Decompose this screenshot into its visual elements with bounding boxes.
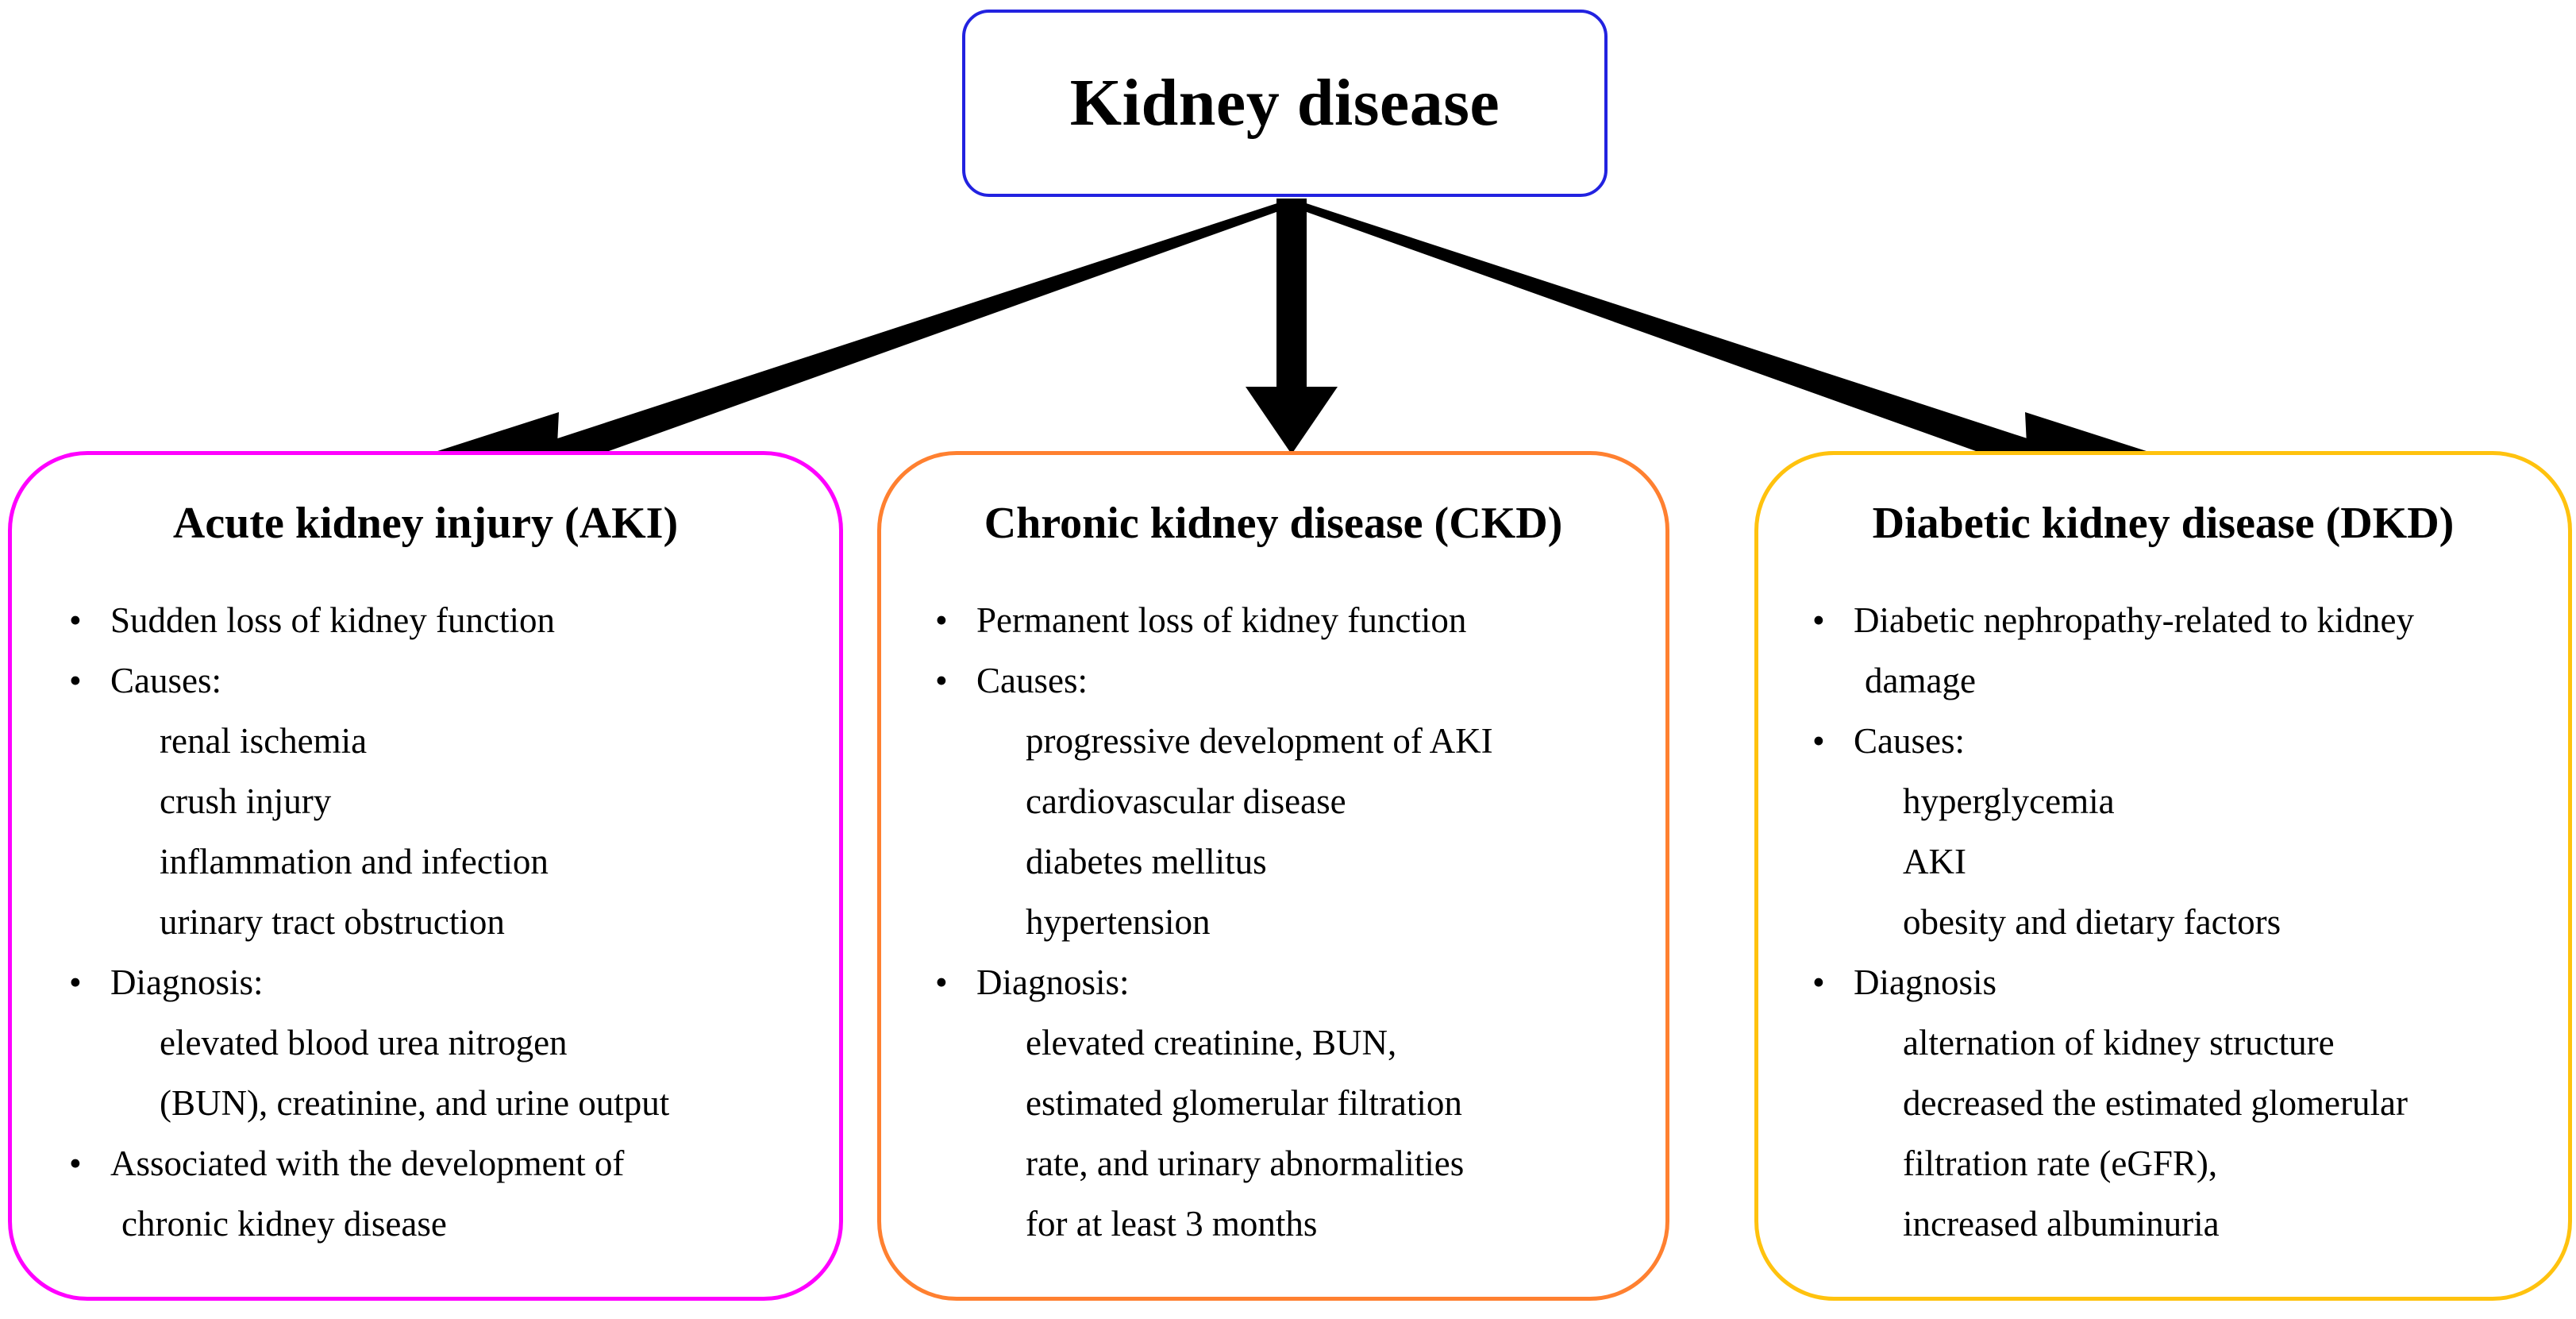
bullet-dot-icon: • bbox=[935, 962, 948, 1002]
list-item-sub: renal ischemia bbox=[64, 711, 839, 771]
list-item-continuation: damage bbox=[1808, 650, 2568, 711]
card-list-dkd: • Diabetic nephropathy-related to kidney d… bbox=[1758, 590, 2568, 1254]
list-item-label: hypertension bbox=[1026, 901, 1211, 942]
list-item-label: Sudden loss of kidney function bbox=[110, 600, 555, 640]
list-item-label: Diagnosis: bbox=[110, 962, 264, 1002]
list-item-label: Causes: bbox=[976, 660, 1088, 700]
list-item-sub: elevated creatinine, BUN, bbox=[930, 1012, 1665, 1073]
list-item-label: chronic kidney disease bbox=[121, 1203, 447, 1244]
bullet-dot-icon: • bbox=[69, 962, 82, 1002]
list-item-label: AKI bbox=[1903, 841, 1966, 881]
root-node-kidney-disease: Kidney disease bbox=[962, 10, 1608, 197]
list-item-label: damage bbox=[1865, 660, 1976, 700]
list-item-bullet: • Causes: bbox=[64, 650, 839, 711]
list-item-label: Causes: bbox=[1854, 720, 1965, 761]
card-title-aki: Acute kidney injury (AKI) bbox=[172, 499, 679, 548]
card-list-ckd: • Permanent loss of kidney function • Cause… bbox=[881, 590, 1665, 1254]
list-item-sub: cardiovascular disease bbox=[930, 771, 1665, 831]
list-item-label: Diagnosis bbox=[1854, 962, 1996, 1002]
card-acute-kidney-injury: Acute kidney injury (AKI) • Sudden loss o… bbox=[8, 451, 843, 1301]
list-item-label: Diagnosis: bbox=[976, 962, 1130, 1002]
bullet-dot-icon: • bbox=[935, 660, 948, 700]
list-item-label: diabetes mellitus bbox=[1026, 841, 1267, 881]
list-item-label: cardiovascular disease bbox=[1026, 781, 1346, 821]
list-item-sub: diabetes mellitus bbox=[930, 831, 1665, 892]
list-item-sub: crush injury bbox=[64, 771, 839, 831]
list-item-label: (BUN), creatinine, and urine output bbox=[160, 1082, 670, 1123]
bullet-dot-icon: • bbox=[1812, 962, 1825, 1002]
list-item-label: estimated glomerular filtration bbox=[1026, 1082, 1462, 1123]
list-item-sub: AKI bbox=[1808, 831, 2568, 892]
arrow-to-ckd-icon bbox=[1246, 199, 1338, 454]
card-chronic-kidney-disease: Chronic kidney disease (CKD) • Permanent … bbox=[877, 451, 1669, 1301]
list-item-sub: rate, and urinary abnormalities bbox=[930, 1133, 1665, 1194]
list-item-sub: inflammation and infection bbox=[64, 831, 839, 892]
list-item-label: obesity and dietary factors bbox=[1903, 901, 2281, 942]
card-diabetic-kidney-disease: Diabetic kidney disease (DKD) • Diabetic … bbox=[1754, 451, 2572, 1301]
list-item-sub: for at least 3 months bbox=[930, 1194, 1665, 1254]
card-title-ckd: Chronic kidney disease (CKD) bbox=[984, 499, 1563, 548]
list-item-label: increased albuminuria bbox=[1903, 1203, 2220, 1244]
bullet-dot-icon: • bbox=[935, 600, 948, 640]
root-title: Kidney disease bbox=[1069, 65, 1500, 140]
list-item-sub: elevated blood urea nitrogen bbox=[64, 1012, 839, 1073]
list-item-sub: hypertension bbox=[930, 892, 1665, 952]
list-item-label: elevated creatinine, BUN, bbox=[1026, 1022, 1397, 1063]
list-item-label: Diabetic nephropathy-related to kidney bbox=[1854, 600, 2414, 640]
list-item-bullet: • Diagnosis: bbox=[930, 952, 1665, 1012]
list-item-sub: estimated glomerular filtration bbox=[930, 1073, 1665, 1133]
list-item-bullet: • Causes: bbox=[930, 650, 1665, 711]
list-item-bullet: • Permanent loss of kidney function bbox=[930, 590, 1665, 650]
bullet-dot-icon: • bbox=[69, 600, 82, 640]
list-item-bullet: • Diagnosis bbox=[1808, 952, 2568, 1012]
list-item-bullet: • Diabetic nephropathy-related to kidney bbox=[1808, 590, 2568, 650]
bullet-dot-icon: • bbox=[69, 1143, 82, 1183]
list-item-sub: filtration rate (eGFR), bbox=[1808, 1133, 2568, 1194]
list-item-bullet: • Sudden loss of kidney function bbox=[64, 590, 839, 650]
list-item-label: hyperglycemia bbox=[1903, 781, 2115, 821]
list-item-sub: obesity and dietary factors bbox=[1808, 892, 2568, 952]
list-item-label: inflammation and infection bbox=[160, 841, 549, 881]
list-item-label: crush injury bbox=[160, 781, 332, 821]
list-item-label: progressive development of AKI bbox=[1026, 720, 1493, 761]
card-title-dkd: Diabetic kidney disease (DKD) bbox=[1872, 499, 2455, 548]
card-list-aki: • Sudden loss of kidney function • Causes: r… bbox=[12, 590, 839, 1254]
list-item-sub: (BUN), creatinine, and urine output bbox=[64, 1073, 839, 1133]
list-item-label: decreased the estimated glomerular bbox=[1903, 1082, 2408, 1123]
list-item-label: elevated blood urea nitrogen bbox=[160, 1022, 568, 1063]
list-item-bullet: • Diagnosis: bbox=[64, 952, 839, 1012]
list-item-sub: urinary tract obstruction bbox=[64, 892, 839, 952]
bullet-dot-icon: • bbox=[1812, 600, 1825, 640]
list-item-label: for at least 3 months bbox=[1026, 1203, 1318, 1244]
arrow-to-aki-icon bbox=[433, 199, 1296, 474]
list-item-sub: hyperglycemia bbox=[1808, 771, 2568, 831]
list-item-label: renal ischemia bbox=[160, 720, 368, 761]
list-item-label: Causes: bbox=[110, 660, 221, 700]
list-item-sub: increased albuminuria bbox=[1808, 1194, 2568, 1254]
list-item-sub: decreased the estimated glomerular bbox=[1808, 1073, 2568, 1133]
list-item-continuation: chronic kidney disease bbox=[64, 1194, 839, 1254]
list-item-bullet: • Associated with the development of bbox=[64, 1133, 839, 1194]
list-item-label: Permanent loss of kidney function bbox=[976, 600, 1467, 640]
list-item-label: alternation of kidney structure bbox=[1903, 1022, 2335, 1063]
arrow-to-dkd-icon bbox=[1287, 199, 2151, 474]
list-item-label: Associated with the development of bbox=[110, 1143, 625, 1183]
list-item-label: filtration rate (eGFR), bbox=[1903, 1143, 2218, 1183]
list-item-label: rate, and urinary abnormalities bbox=[1026, 1143, 1465, 1183]
list-item-bullet: • Causes: bbox=[1808, 711, 2568, 771]
list-item-sub: progressive development of AKI bbox=[930, 711, 1665, 771]
bullet-dot-icon: • bbox=[1812, 720, 1825, 761]
bullet-dot-icon: • bbox=[69, 660, 82, 700]
list-item-sub: alternation of kidney structure bbox=[1808, 1012, 2568, 1073]
list-item-label: urinary tract obstruction bbox=[160, 901, 505, 942]
